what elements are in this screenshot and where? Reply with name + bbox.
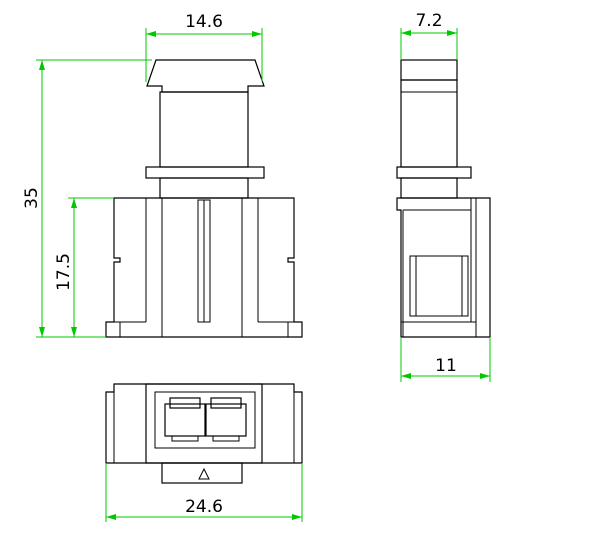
side-cap xyxy=(400,59,458,81)
bottom-latch xyxy=(161,462,243,484)
front-cap xyxy=(146,59,265,93)
side-window xyxy=(409,255,469,317)
dim-side-depth: 11 xyxy=(400,337,491,382)
dim-side-top-width: 7.2 xyxy=(400,11,458,60)
side-view xyxy=(396,59,491,338)
front-neck xyxy=(159,177,249,199)
dim-label-total-height: 35 xyxy=(22,187,42,209)
bottom-body xyxy=(105,383,303,464)
dim-body-height: 17.5 xyxy=(54,197,114,337)
dim-label-side-top-width: 7.2 xyxy=(415,11,442,31)
dim-label-front-top-width: 14.6 xyxy=(185,12,223,32)
side-stem xyxy=(400,79,458,168)
contact-cavity-left xyxy=(164,397,206,442)
bottom-view xyxy=(105,383,303,484)
front-body xyxy=(105,197,303,338)
dim-front-top-width: 14.6 xyxy=(145,12,263,82)
side-collar xyxy=(396,166,472,179)
side-neck xyxy=(400,177,458,199)
dim-bottom-width: 24.6 xyxy=(105,463,303,522)
polarization-mark xyxy=(198,467,210,480)
dim-label-side-depth: 11 xyxy=(435,356,457,376)
front-view xyxy=(105,59,303,338)
front-collar xyxy=(145,166,265,179)
dim-label-body-height: 17.5 xyxy=(54,253,74,291)
dim-total-height: 35 xyxy=(22,59,152,338)
front-stem xyxy=(159,91,249,168)
contact-cavity-right xyxy=(205,397,247,442)
dim-label-bottom-width: 24.6 xyxy=(185,497,223,517)
bottom-frame xyxy=(145,383,263,464)
